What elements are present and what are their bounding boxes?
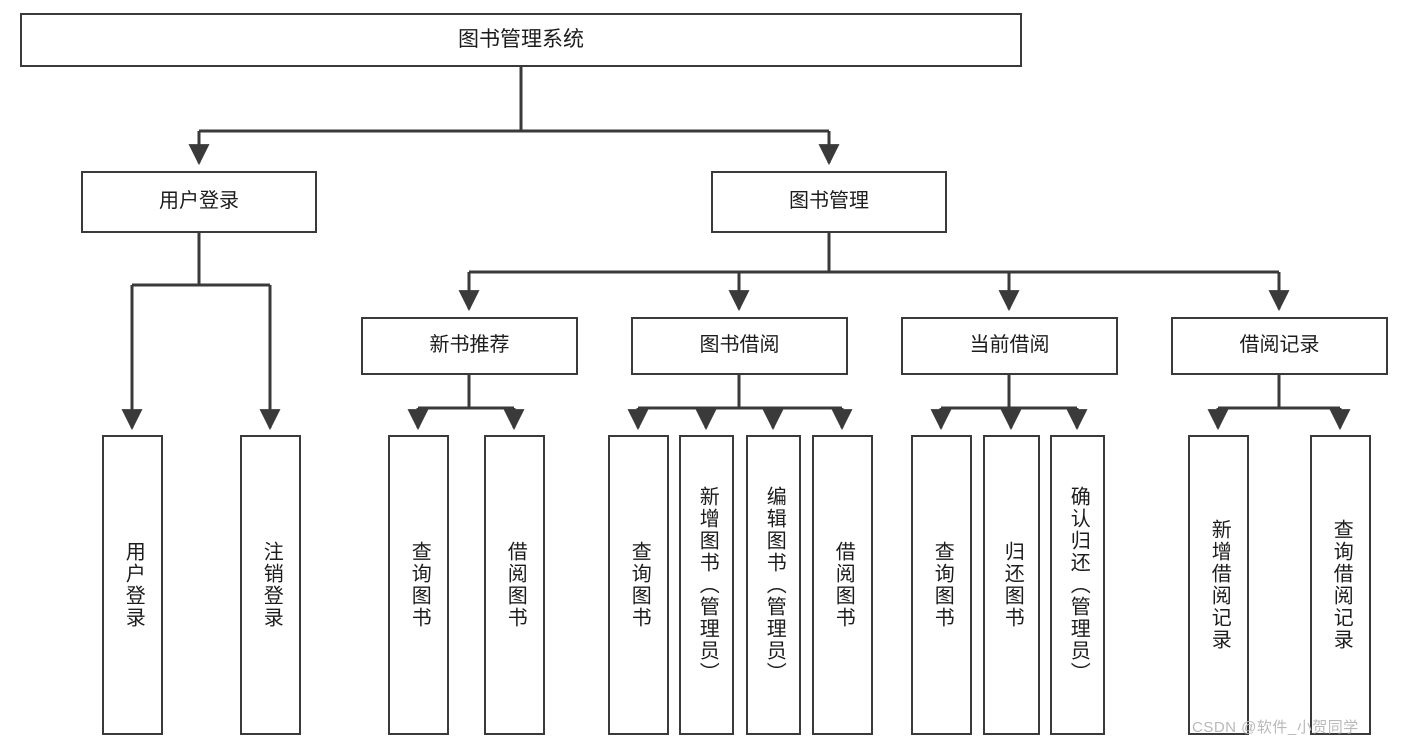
node-book-manage-label: 图书管理 (789, 190, 869, 213)
leaf-add-book-admin[interactable]: 新增图书（管理员） (679, 435, 734, 735)
leaf-return-book-label: 归还图书 (1001, 541, 1024, 629)
leaf-confirm-return-admin-label: 确认归还（管理员） (1067, 486, 1090, 684)
leaf-user-login[interactable]: 用户登录 (102, 435, 163, 735)
leaf-return-book[interactable]: 归还图书 (983, 435, 1040, 735)
node-book-borrow[interactable]: 图书借阅 (631, 317, 848, 375)
node-book-manage[interactable]: 图书管理 (711, 171, 947, 233)
node-borrow-record-label: 借阅记录 (1239, 334, 1320, 357)
leaf-edit-book-admin-label: 编辑图书（管理员） (763, 486, 786, 684)
leaf-add-book-admin-label: 新增图书（管理员） (696, 486, 719, 684)
leaf-confirm-return-admin[interactable]: 确认归还（管理员） (1050, 435, 1105, 735)
leaf-query-book-recommend[interactable]: 查询图书 (388, 435, 449, 735)
node-user-login[interactable]: 用户登录 (81, 171, 317, 233)
leaf-query-borrow-record[interactable]: 查询借阅记录 (1310, 435, 1371, 735)
node-current-borrow[interactable]: 当前借阅 (901, 317, 1118, 375)
leaf-add-borrow-record-label: 新增借阅记录 (1208, 519, 1231, 651)
leaf-user-login-label: 用户登录 (122, 541, 145, 629)
node-new-book-recommend-label: 新书推荐 (429, 334, 510, 357)
node-user-login-label: 用户登录 (159, 190, 239, 213)
node-book-borrow-label: 图书借阅 (699, 334, 780, 357)
leaf-edit-book-admin[interactable]: 编辑图书（管理员） (746, 435, 801, 735)
leaf-borrow-book-recommend-label: 借阅图书 (504, 541, 527, 629)
leaf-borrow-book-recommend[interactable]: 借阅图书 (484, 435, 545, 735)
leaf-query-book-borrow[interactable]: 查询图书 (608, 435, 669, 735)
node-new-book-recommend[interactable]: 新书推荐 (361, 317, 578, 375)
leaf-query-book-current[interactable]: 查询图书 (911, 435, 972, 735)
leaf-borrow-book[interactable]: 借阅图书 (812, 435, 873, 735)
node-borrow-record[interactable]: 借阅记录 (1171, 317, 1388, 375)
leaf-query-book-borrow-label: 查询图书 (628, 541, 651, 629)
node-root[interactable]: 图书管理系统 (20, 13, 1022, 67)
leaf-query-borrow-record-label: 查询借阅记录 (1330, 519, 1353, 651)
leaf-query-book-recommend-label: 查询图书 (408, 541, 431, 629)
node-current-borrow-label: 当前借阅 (969, 334, 1050, 357)
leaf-borrow-book-label: 借阅图书 (832, 541, 855, 629)
leaf-logout-login[interactable]: 注销登录 (240, 435, 301, 735)
leaf-logout-login-label: 注销登录 (260, 541, 283, 629)
leaf-query-book-current-label: 查询图书 (931, 541, 954, 629)
node-root-label: 图书管理系统 (458, 27, 584, 51)
leaf-add-borrow-record[interactable]: 新增借阅记录 (1188, 435, 1249, 735)
